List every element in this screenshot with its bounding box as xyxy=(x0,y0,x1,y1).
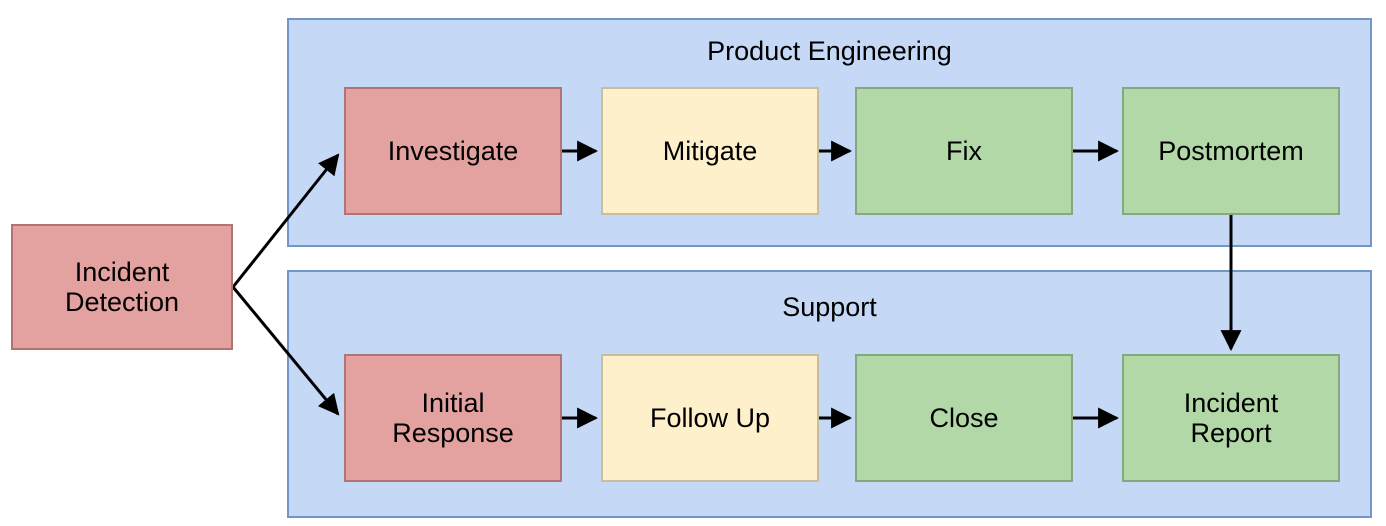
node-follow-up-label: Follow Up xyxy=(649,402,771,433)
edge-detection-initial-response xyxy=(231,286,340,416)
group-product-engineering-label: Product Engineering xyxy=(707,36,952,66)
group-support-label: Support xyxy=(782,292,877,322)
node-fix-label: Fix xyxy=(946,135,982,166)
node-close[interactable]: Close xyxy=(855,354,1073,482)
node-follow-up[interactable]: Follow Up xyxy=(601,354,819,482)
node-investigate-label: Investigate xyxy=(387,135,519,166)
node-mitigate[interactable]: Mitigate xyxy=(601,87,819,215)
node-fix[interactable]: Fix xyxy=(855,87,1073,215)
node-postmortem[interactable]: Postmortem xyxy=(1122,87,1340,215)
node-mitigate-label: Mitigate xyxy=(662,135,758,166)
node-postmortem-label: Postmortem xyxy=(1158,135,1304,166)
node-close-label: Close xyxy=(929,402,999,433)
edge-detection-investigate xyxy=(231,153,340,288)
node-investigate[interactable]: Investigate xyxy=(344,87,562,215)
